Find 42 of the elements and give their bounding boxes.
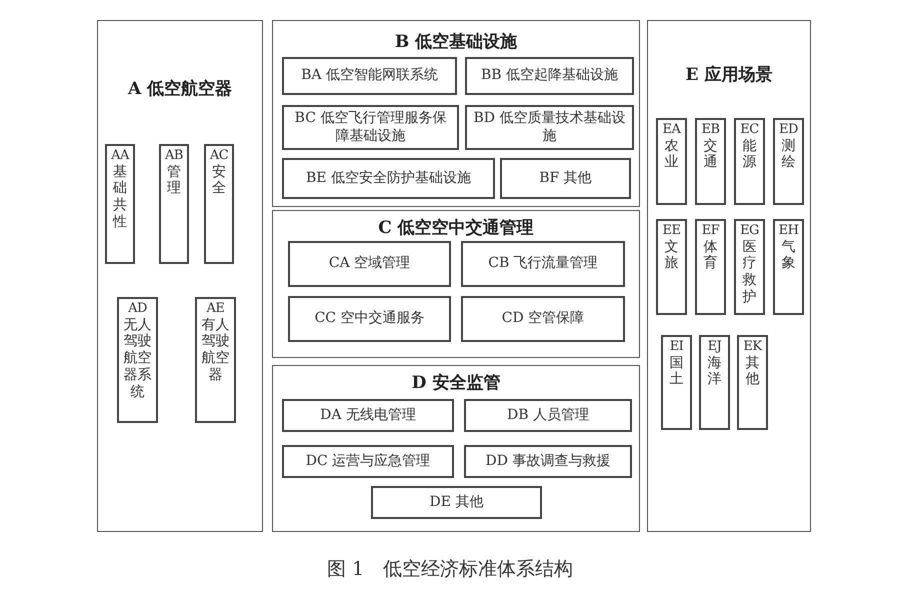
figure-caption: 图 1 低空经济标准体系结构 — [326, 557, 574, 582]
standard-box: BD 低空质量技术基础设施 — [465, 105, 634, 150]
category-panel — [272, 365, 640, 532]
standard-box: AD 无人驾驶航空器系统 — [117, 297, 158, 423]
standard-box: EG 医疗救护 — [734, 219, 765, 315]
category-panel — [272, 20, 640, 207]
panel-heading: B 低空基础设施 — [394, 31, 518, 53]
standard-box: BF 其他 — [500, 158, 631, 199]
standard-box: AA 基础共性 — [105, 144, 135, 264]
category-panel — [97, 20, 263, 532]
standard-box: EH 气象 — [773, 219, 804, 315]
standard-box: EB 交通 — [695, 118, 726, 205]
standard-box: EJ 海洋 — [699, 335, 730, 430]
standard-box: EE 文旅 — [656, 219, 687, 315]
standard-box: AB 管理 — [159, 144, 189, 264]
panel-heading: A 低空航空器 — [126, 78, 234, 100]
category-panel — [272, 210, 640, 358]
category-panel — [647, 20, 811, 532]
panel-heading: E 应用场景 — [684, 64, 774, 86]
standard-box: AC 安全 — [204, 144, 234, 264]
standard-box: EC 能源 — [734, 118, 765, 205]
standard-box: DB 人员管理 — [464, 399, 632, 432]
standard-box: EI 国土 — [661, 335, 692, 430]
panel-heading: D 安全监管 — [410, 372, 502, 394]
standard-box: BC 低空飞行管理服务保障基础设施 — [282, 105, 459, 150]
standard-box: CC 空中交通服务 — [288, 296, 451, 342]
standard-box: CB 飞行流量管理 — [461, 241, 625, 287]
standard-box: BB 低空起降基础设施 — [465, 57, 634, 95]
standard-box: DC 运营与应急管理 — [282, 445, 454, 478]
standard-box: CA 空域管理 — [288, 241, 451, 287]
panel-heading: C 低空空中交通管理 — [377, 217, 535, 239]
standard-box: DE 其他 — [371, 486, 542, 519]
standard-box: CD 空管保障 — [461, 296, 625, 342]
standard-box: ED 测绘 — [773, 118, 804, 205]
standard-box: DD 事故调查与救援 — [464, 445, 632, 478]
standard-box: EA 农业 — [656, 118, 687, 205]
standard-box: AE 有人驾驶航空器 — [195, 297, 236, 423]
standard-box: EF 体育 — [695, 219, 726, 315]
standard-box: EK 其他 — [737, 335, 768, 430]
standard-box: BA 低空智能网联系统 — [282, 57, 457, 95]
standard-box: DA 无线电管理 — [282, 399, 454, 432]
standard-box: BE 低空安全防护基础设施 — [282, 158, 495, 199]
